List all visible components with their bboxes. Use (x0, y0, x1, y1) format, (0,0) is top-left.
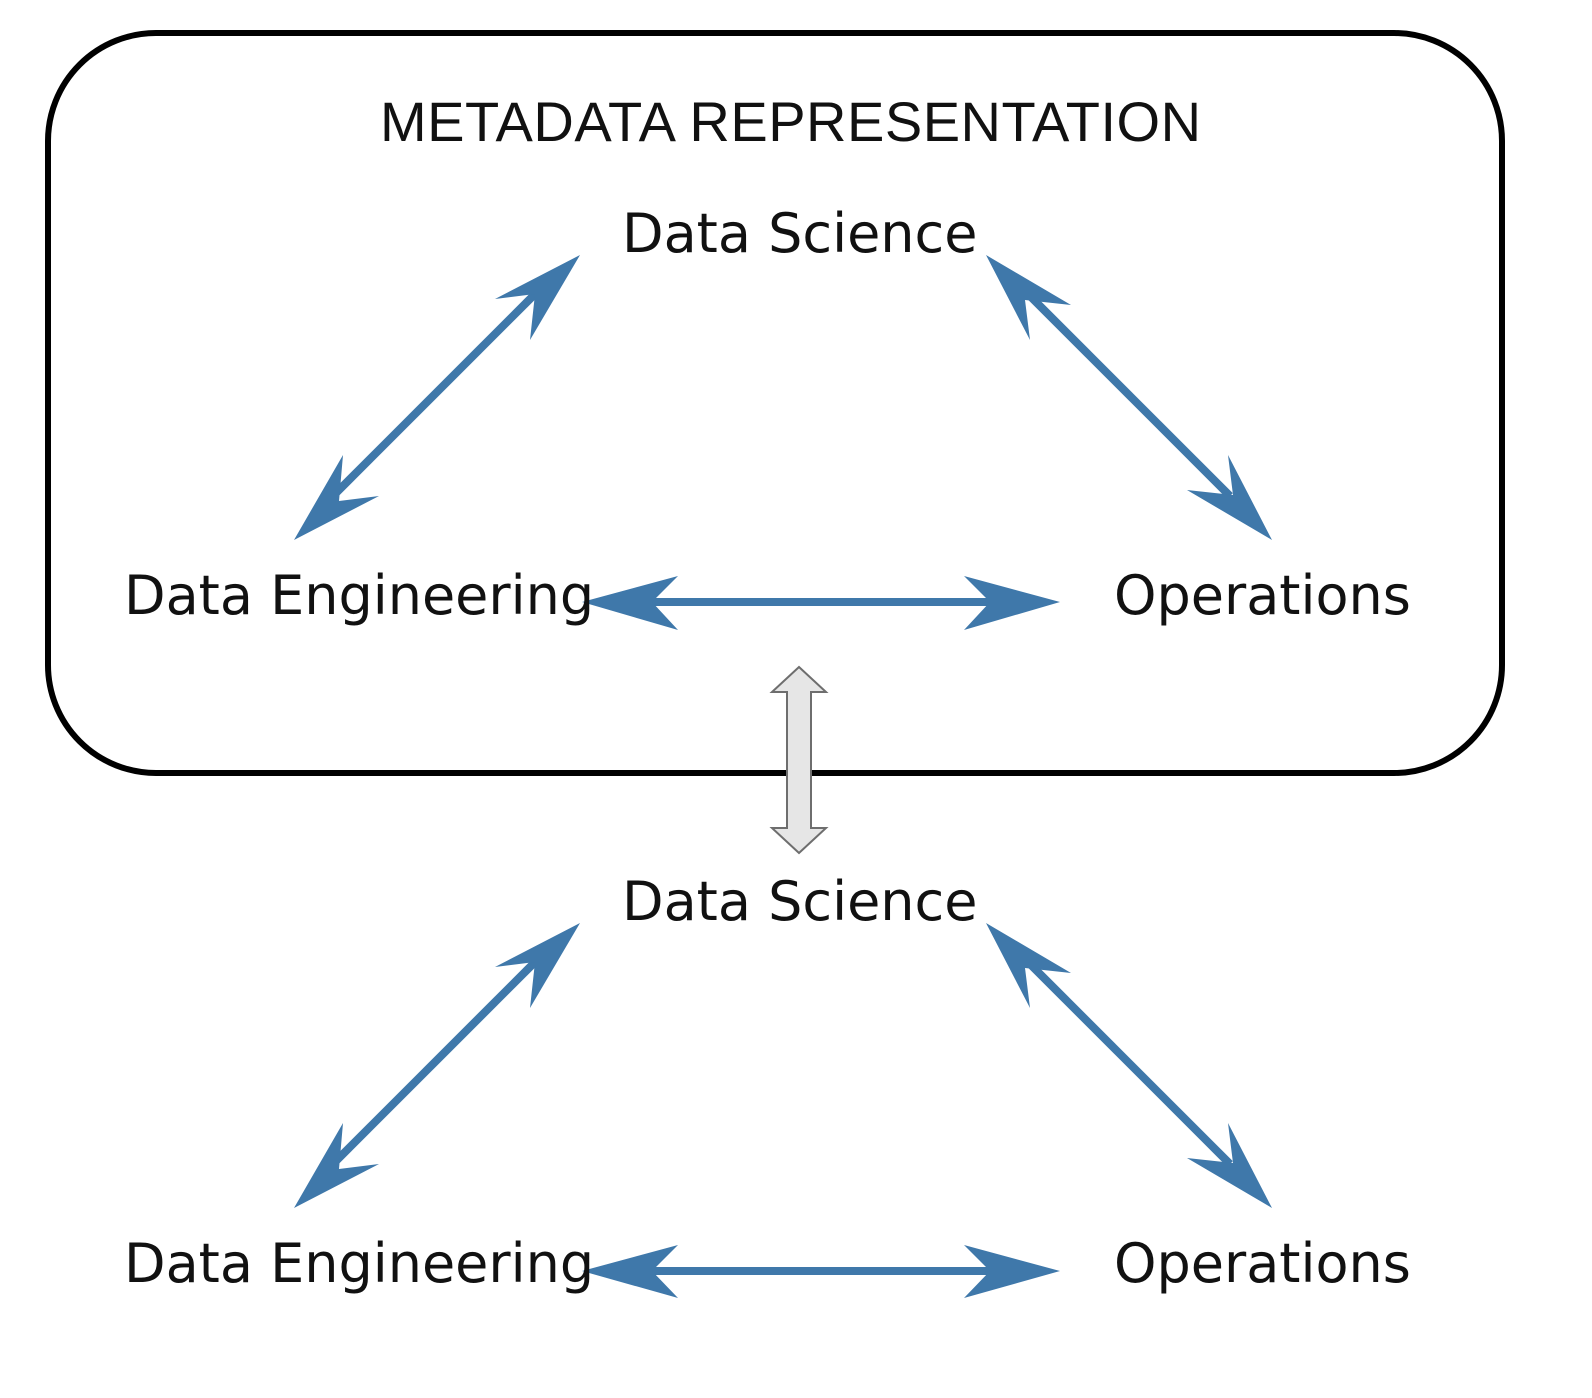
upper-node-data-engineering: Data Engineering (124, 564, 595, 627)
metadata-frame (45, 30, 1505, 776)
lower-arrows (294, 923, 1272, 1298)
upper-arrows (294, 255, 1272, 630)
upper-arrow-engineering-science (294, 255, 580, 540)
upper-arrow-engineering-operations (582, 576, 1060, 630)
lower-node-operations: Operations (1114, 1232, 1411, 1295)
lower-arrow-engineering-operations (582, 1245, 1060, 1298)
double-arrow-connector (769, 665, 829, 855)
diagram-title: METADATA REPRESENTATION (380, 90, 1202, 153)
upper-node-data-science: Data Science (622, 202, 978, 265)
upper-node-operations: Operations (1114, 564, 1411, 627)
lower-arrow-science-operations (986, 923, 1272, 1208)
upper-arrow-science-operations (986, 255, 1272, 540)
lower-arrow-engineering-science (294, 923, 580, 1208)
lower-node-data-engineering: Data Engineering (124, 1232, 595, 1295)
lower-node-data-science: Data Science (622, 870, 978, 933)
